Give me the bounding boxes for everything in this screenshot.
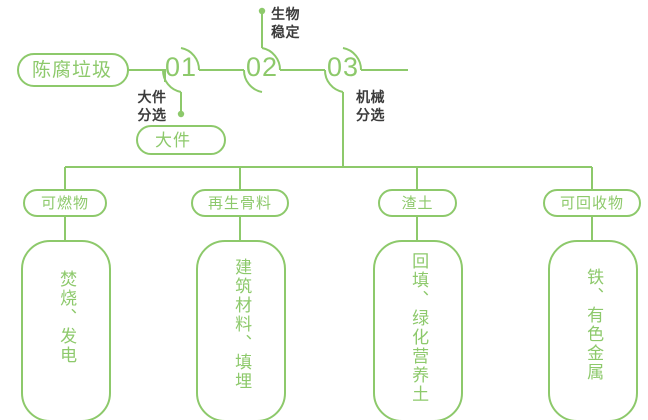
dot-step1-branch <box>177 110 185 118</box>
step3-arc-bottom <box>323 69 344 93</box>
step-2-annotation-line2: 稳定 <box>271 24 300 40</box>
detail-box-3-outline <box>373 240 463 420</box>
detail-box-1-outline <box>21 240 111 420</box>
detail-text-3: 回填、绿化营养土 <box>409 252 429 404</box>
detail-text-4: 铁、有色金属 <box>584 268 604 382</box>
step-1-number: 01 <box>165 52 198 82</box>
daijian-pill-outline <box>136 125 226 155</box>
detail-box-2-outline <box>196 240 286 420</box>
step2-arc-top <box>261 47 282 71</box>
step3-arc-top <box>342 47 363 71</box>
step-3-annotation-line1: 机械 <box>356 89 385 105</box>
category-label-3: 渣土 <box>401 195 434 212</box>
connector-root-to-step1 <box>128 69 166 82</box>
detail-text-1: 焚烧、发电 <box>57 270 77 365</box>
detail-text-wrap-1: 焚烧、发电 <box>22 270 110 420</box>
step1-arc-top <box>180 47 201 71</box>
category-label-2: 再生骨料 <box>207 195 272 212</box>
step-2-annotation-line1: 生物 <box>271 6 300 22</box>
step-3-number: 03 <box>327 52 360 82</box>
detail-text-wrap-2: 建筑材料、填埋 <box>197 258 285 420</box>
step-1-annotation-line1: 大件 <box>137 89 167 105</box>
step-3-annotation-line2: 分选 <box>356 107 385 123</box>
step1-arc-bottom <box>161 69 182 93</box>
step-1-annotation-line2: 分选 <box>137 107 167 123</box>
detail-text-wrap-4: 铁、有色金属 <box>549 268 637 420</box>
step-2-number: 02 <box>246 52 279 82</box>
step-1-output-pill-label: 大件 <box>155 131 191 150</box>
step2-arc-bottom <box>242 69 263 93</box>
detail-box-4-outline <box>548 240 638 420</box>
root-node-label: 陈腐垃圾 <box>32 60 113 81</box>
detail-text-2: 建筑材料、填埋 <box>232 258 252 391</box>
category-label-1: 可燃物 <box>40 195 89 212</box>
category-label-4: 可回收物 <box>559 195 624 212</box>
dot-step2-branch <box>258 7 266 15</box>
detail-text-wrap-3: 回填、绿化营养土 <box>374 252 462 420</box>
